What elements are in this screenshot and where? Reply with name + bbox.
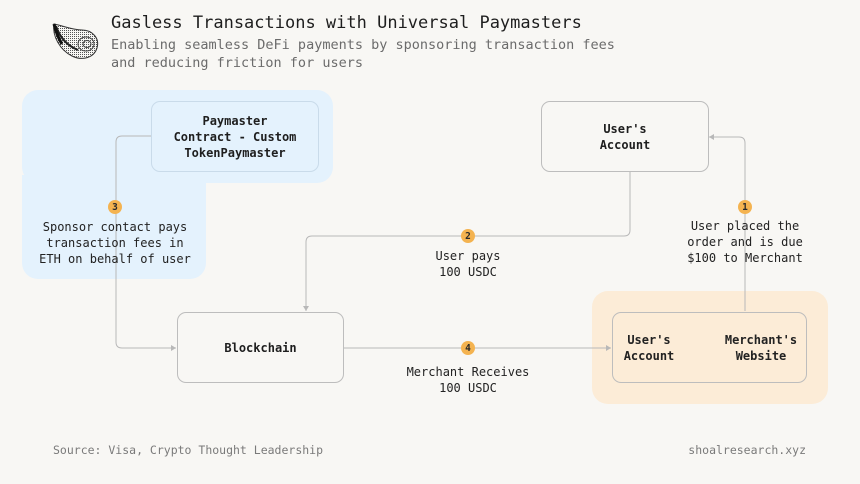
step-1-text: User placed the order and is due $100 to… bbox=[687, 219, 803, 265]
line-paymaster-blockchain bbox=[115, 135, 176, 349]
blockchain-node: Blockchain bbox=[177, 312, 344, 383]
page-title: Gasless Transactions with Universal Paym… bbox=[111, 13, 582, 33]
sponsor-panel-lower bbox=[22, 175, 206, 279]
arrowhead-blockchain-left bbox=[171, 345, 176, 351]
brand-url: shoalresearch.xyz bbox=[688, 443, 806, 457]
paymaster-contract-node: Paymaster Contract - Custom TokenPaymast… bbox=[151, 101, 319, 172]
step-3-badge: 3 bbox=[108, 200, 122, 214]
step-2-text: User pays 100 USDC bbox=[435, 249, 501, 279]
shell-logo-icon bbox=[48, 16, 100, 64]
merchant-group-node bbox=[612, 312, 807, 383]
page-subtitle: Enabling seamless DeFi payments by spons… bbox=[111, 37, 615, 71]
arrowhead-merchant bbox=[606, 345, 611, 351]
source-note: Source: Visa, Crypto Thought Leadership bbox=[53, 443, 324, 457]
step-2-badge: 2 bbox=[461, 229, 475, 243]
arrowhead-user-top bbox=[709, 134, 714, 140]
users-account-bottom-label: User's Account bbox=[623, 333, 675, 363]
merchant-website-label: Merchant's Website bbox=[724, 333, 798, 363]
step-1-badge: 1 bbox=[738, 200, 752, 214]
step-4-badge: 4 bbox=[461, 341, 475, 355]
step-4-text: Merchant Receives 100 USDC bbox=[406, 365, 530, 395]
users-account-top-node: User's Account bbox=[541, 101, 709, 172]
arrowhead-blockchain-top bbox=[303, 306, 309, 311]
step-3-text: Sponsor contact pays transaction fees in… bbox=[39, 220, 191, 266]
line-step1 bbox=[709, 136, 746, 311]
